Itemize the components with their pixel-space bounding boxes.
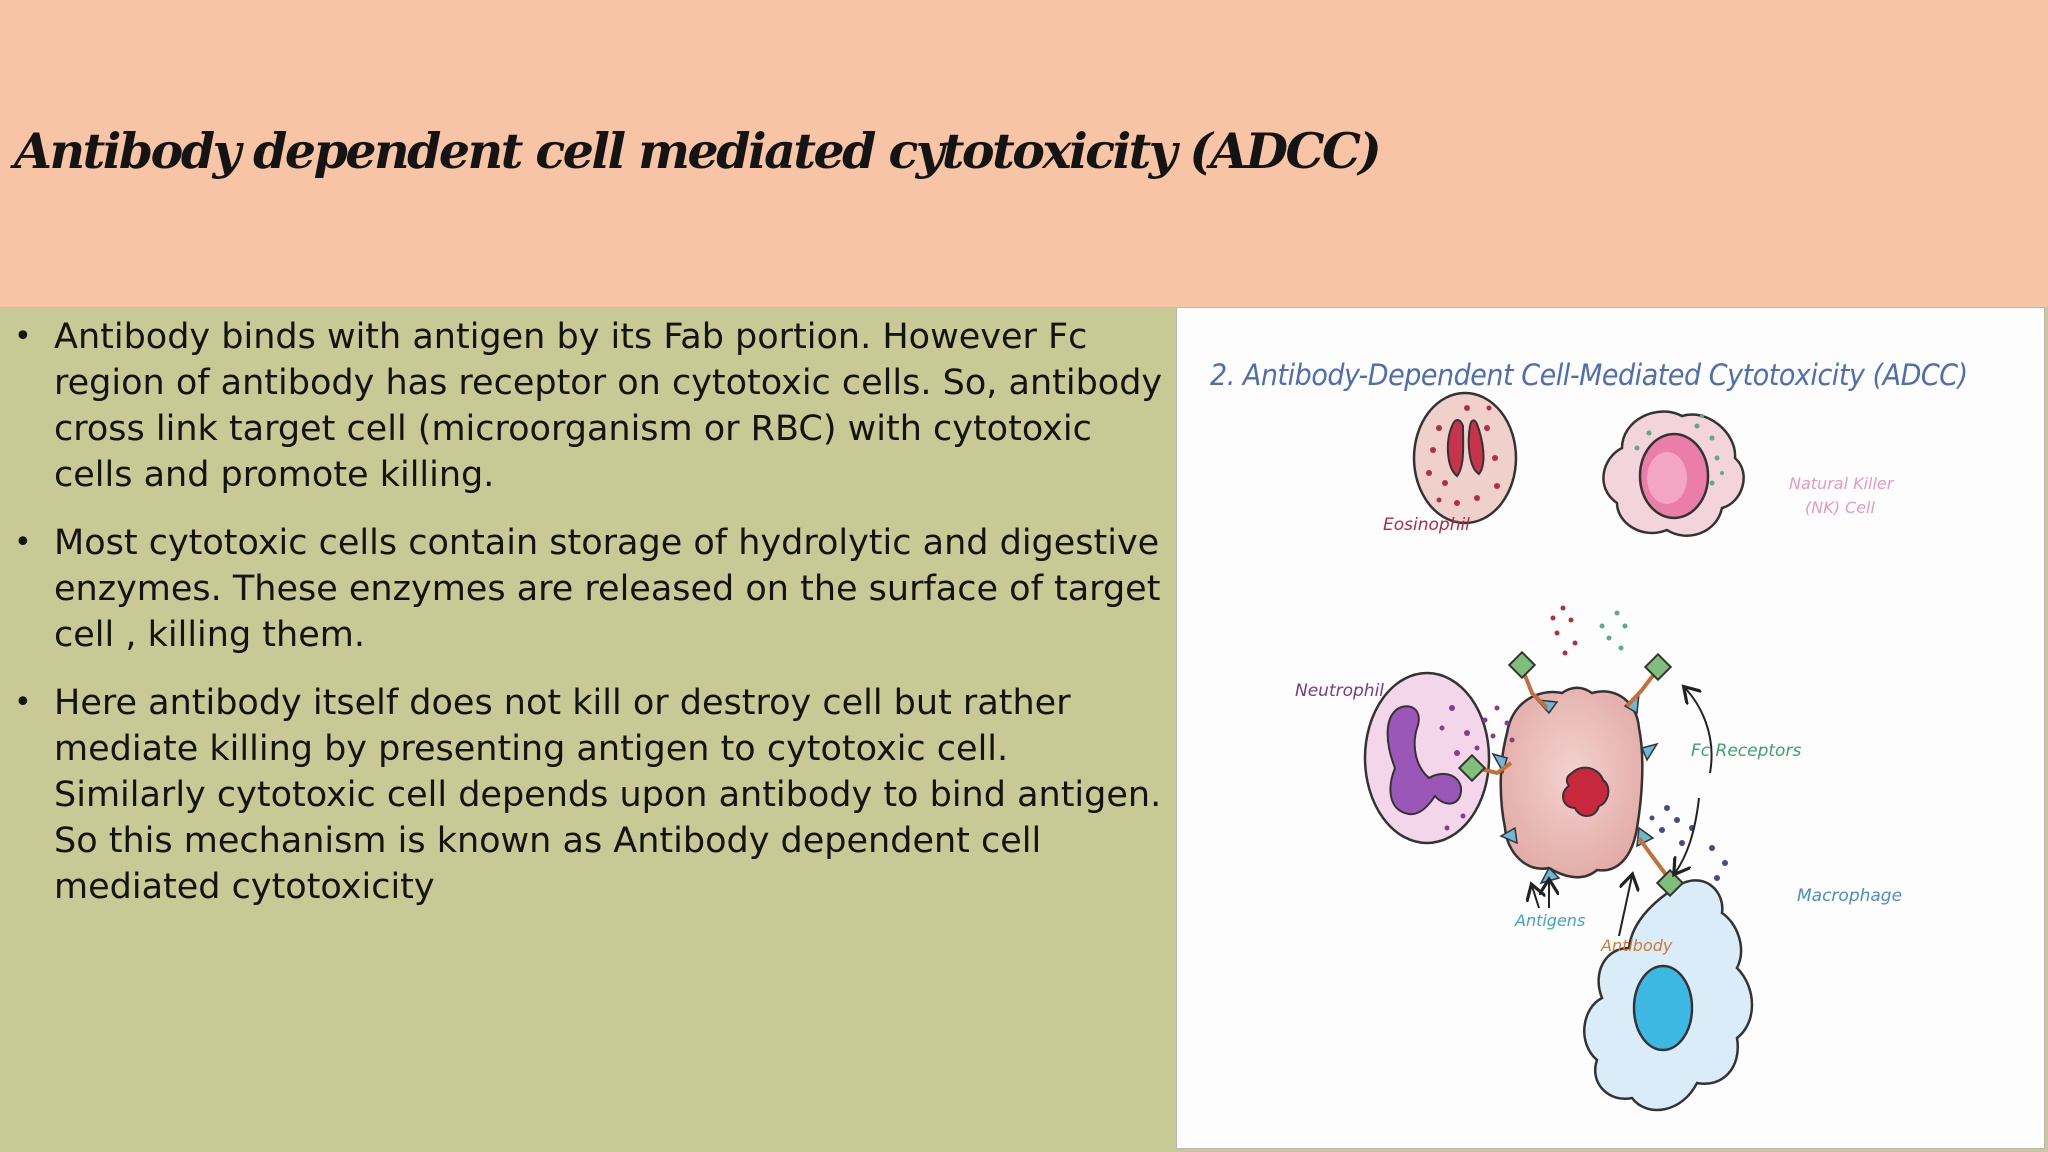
nk-cell-label-line2: (NK) Cell: [1805, 498, 1875, 517]
arrow-lines: [1532, 688, 1713, 937]
bullet-item: • Most cytotoxic cells contain storage of…: [14, 520, 1164, 658]
figure-title: 2. Antibody-Dependent Cell-Mediated Cyto…: [1210, 358, 1968, 392]
nk-cell-label-line1: Natural Killer: [1789, 474, 1894, 493]
bullet-list: • Antibody binds with antigen by its Fab …: [14, 314, 1164, 932]
bullet-item: • Antibody binds with antigen by its Fab …: [14, 314, 1164, 498]
bullet-icon: •: [14, 525, 32, 560]
bullet-text: Antibody binds with antigen by its Fab p…: [54, 317, 1163, 495]
bullet-text: Most cytotoxic cells contain storage of …: [54, 523, 1161, 655]
target-cell: [1491, 686, 1659, 885]
bullet-text: Here antibody itself does not kill or de…: [54, 683, 1162, 907]
neutrophil-cell: [1363, 671, 1491, 845]
adcc-diagram-figure: 2. Antibody-Dependent Cell-Mediated Cyto…: [1176, 307, 2045, 1149]
bullet-item: • Here antibody itself does not kill or d…: [14, 680, 1164, 910]
slide-title: Antibody dependent cell mediated cytotox…: [14, 122, 1382, 180]
title-banner: Antibody dependent cell mediated cytotox…: [0, 0, 2048, 307]
bullet-icon: •: [14, 319, 32, 354]
adcc-diagram: [1363, 391, 1754, 1112]
eosinophil-label: Eosinophil: [1383, 515, 1470, 535]
bullet-icon: •: [14, 685, 32, 720]
antigens-label: Antigens: [1515, 911, 1586, 930]
nk-cell: [1602, 410, 1745, 537]
fc-receptors-label: Fc Receptors: [1691, 741, 1802, 761]
content-panel: [0, 307, 1176, 1152]
macrophage-cell: [1583, 879, 1754, 1112]
neutrophil-label: Neutrophil: [1295, 681, 1385, 701]
released-granules: [1482, 605, 1728, 881]
eosinophil-cell: [1412, 391, 1518, 525]
antibody-label: Antibody: [1601, 936, 1673, 955]
macrophage-label: Macrophage: [1797, 886, 1903, 906]
